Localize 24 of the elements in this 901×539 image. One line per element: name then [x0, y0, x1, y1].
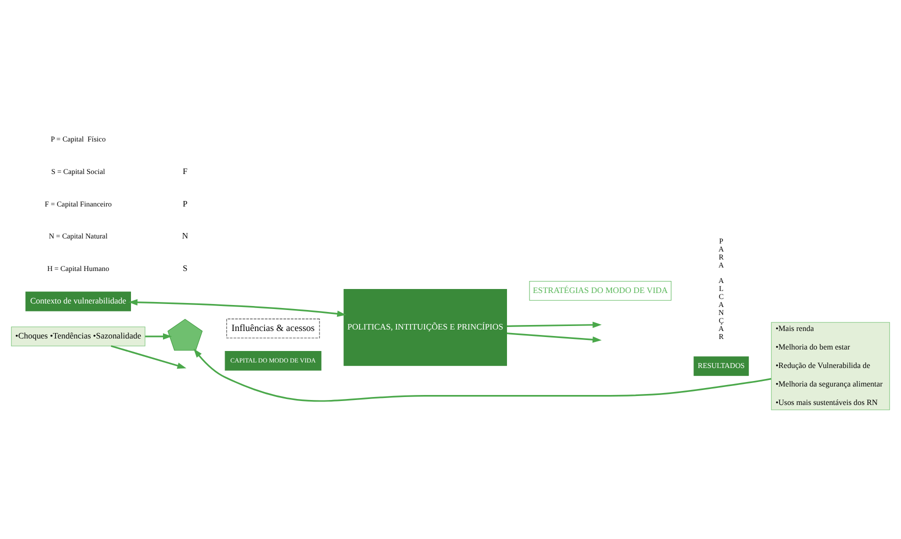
node-box: •Mais renda •Melhoria do bem estar •Redução de Vulnerabilida de •Melhoria da segurança alimentar •Usos mais sustentáveis dos RN [771, 322, 890, 410]
label: F [182, 166, 188, 176]
arrow [110, 344, 186, 368]
arrow [506, 332, 602, 342]
node-box: Contexto de vulnerabilidade [25, 291, 131, 311]
node-box: ESTRATÉGIAS DO MODO DE VIDA [529, 280, 672, 300]
node-pentagon [168, 318, 203, 350]
arrow [128, 298, 346, 316]
arrow [194, 348, 772, 402]
label: S = Capital Social [51, 166, 106, 176]
label: PARA ALCANÇAR [718, 236, 724, 340]
arrow [506, 321, 602, 328]
label: N = Capital Natural [48, 231, 108, 240]
node-box: RESULTADOS [694, 356, 749, 376]
node-box: Influências & acessos [226, 318, 320, 338]
label: P [182, 198, 188, 208]
label: F = Capital Financeiro [44, 198, 112, 208]
label: H = Capital Humano [47, 264, 110, 273]
node-box: POLITICAS, INTITUIÇÕES E PRINCÍPIOS [344, 288, 507, 366]
label: N [182, 230, 188, 240]
arrow [145, 332, 172, 340]
label: P = Capital Físico [50, 134, 106, 144]
node-box: •Choques •Tendências •Sazonalidade [11, 326, 146, 346]
label: S [182, 262, 188, 273]
